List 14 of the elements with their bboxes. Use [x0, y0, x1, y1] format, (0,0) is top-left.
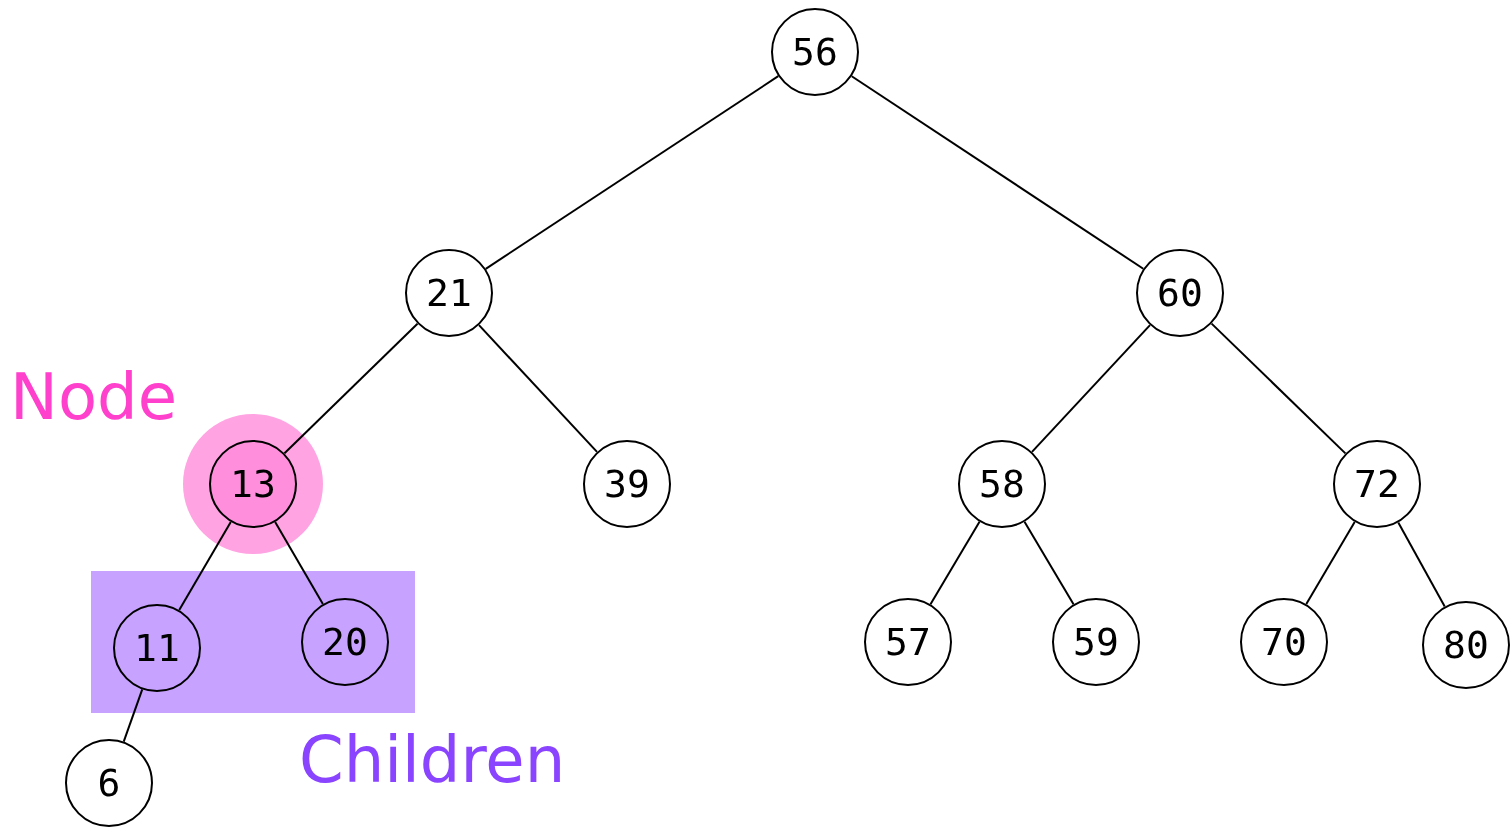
children-label: Children: [299, 725, 566, 796]
tree-edge: [850, 75, 1145, 270]
tree-edge: [1397, 521, 1446, 608]
tree-edge: [1031, 324, 1151, 453]
tree-edge: [484, 75, 780, 270]
node-label: Node: [10, 362, 178, 433]
tree-edge: [178, 520, 232, 612]
tree-edge: [1023, 520, 1075, 606]
tree-edge: [929, 520, 981, 606]
tree-edge: [478, 324, 598, 453]
tree-edge: [1305, 520, 1356, 606]
tree-edge: [274, 521, 324, 605]
tree-edge: [283, 322, 419, 455]
tree-edge: [1210, 322, 1347, 455]
